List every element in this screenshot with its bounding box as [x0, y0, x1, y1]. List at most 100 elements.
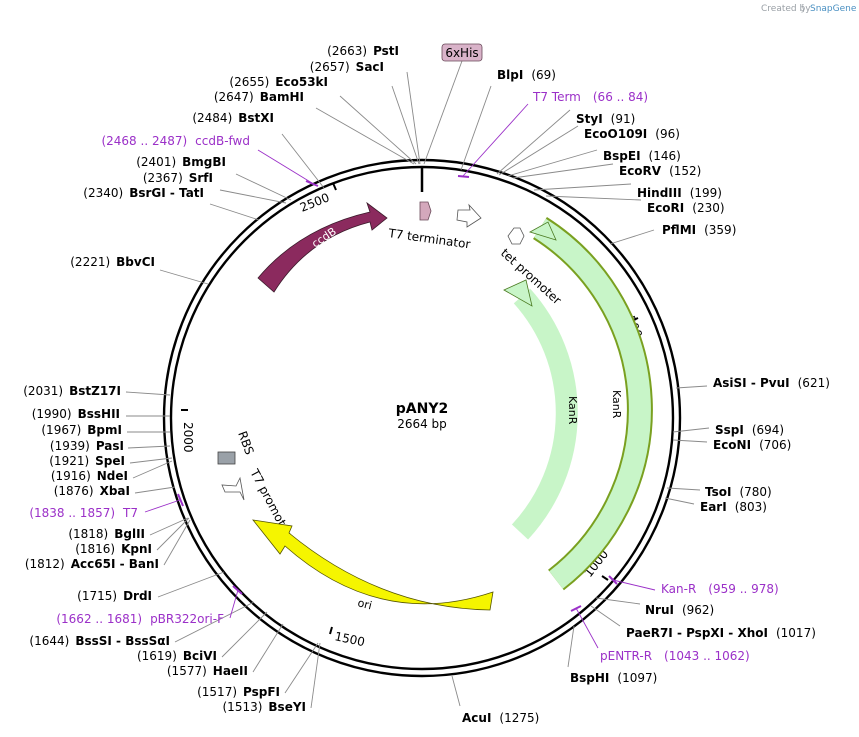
- primer-ccdb-fwd[interactable]: ccdB-fwd(2468 .. 2487): [101, 134, 250, 148]
- site-position: (1916): [51, 469, 91, 483]
- primer-name: pBR322ori-F: [150, 612, 224, 626]
- feature-T7-terminator-label: T7 terminator: [387, 226, 472, 252]
- site-position: (230): [692, 201, 724, 215]
- site-bpmi[interactable]: BpmI(1967): [41, 423, 122, 437]
- primer-name: Kan-R: [661, 582, 696, 596]
- primer-t7-term[interactable]: T7 Term(66 .. 84): [532, 90, 648, 104]
- leader-blpi: [460, 85, 492, 171]
- site-position: (780): [739, 485, 771, 499]
- site-position: (1990): [32, 407, 72, 421]
- site-position: (1577): [167, 664, 207, 678]
- feature-RBS[interactable]: [217, 451, 236, 465]
- site-pspfi[interactable]: PspFI(1517): [197, 685, 280, 699]
- site-sspi[interactable]: SspI(694): [715, 423, 784, 437]
- feature-ccdB[interactable]: [257, 201, 388, 293]
- site-bseyi[interactable]: BseYI(1513): [223, 700, 307, 714]
- site-bspei[interactable]: BspEI(146): [603, 149, 681, 163]
- leader-xbai: [134, 486, 176, 494]
- leader-kpni: [156, 517, 190, 551]
- site-styi[interactable]: StyI(91): [576, 112, 635, 126]
- feature-T7-terminator-arrow[interactable]: [456, 203, 482, 228]
- site-name: BspHI: [570, 671, 609, 685]
- site-name: BlpI: [497, 68, 523, 82]
- site-acc65i-bani[interactable]: Acc65I - BanI(1812): [25, 557, 159, 571]
- site-paer7i-pspxi-xhoi[interactable]: PaeR7I - PspXI - XhoI(1017): [626, 626, 816, 640]
- site-bamhi[interactable]: BamHI(2647): [214, 90, 304, 104]
- leader-bseyi: [310, 642, 321, 709]
- feature-KanR-inner[interactable]: [511, 288, 578, 540]
- site-blpi[interactable]: BlpI(69): [497, 68, 556, 82]
- leader-drdi: [157, 571, 225, 598]
- site-econi[interactable]: EcoNI(706): [713, 438, 791, 452]
- site-bstxi[interactable]: BstXI(2484): [192, 111, 274, 125]
- primer-range: (66 .. 84): [593, 90, 648, 104]
- site-acui[interactable]: AcuI (1275): [462, 711, 539, 725]
- credit: Created by ⟆ SnapGene: [761, 4, 857, 14]
- site-ecori[interactable]: EcoRI (230): [647, 201, 725, 215]
- primer-marker-ccdB-fwd: [305, 180, 319, 187]
- site-ndei[interactable]: NdeI(1916): [51, 469, 128, 483]
- tag-6xHis[interactable]: 6xHis: [441, 43, 483, 62]
- site-ecorv[interactable]: EcoRV(152): [619, 164, 701, 178]
- site-position: (1644): [29, 634, 69, 648]
- site-position: (1876): [54, 484, 94, 498]
- feature-tet-promoter[interactable]: [507, 227, 525, 245]
- site-name: SrfI: [189, 171, 213, 185]
- feature-T7-promoter-arrow[interactable]: [221, 476, 245, 501]
- site-bsphi[interactable]: BspHI(1097): [570, 671, 657, 685]
- site-position: (1967): [41, 423, 81, 437]
- feature-KanR-outer-arrowhead: [528, 221, 557, 241]
- site-name: TsoI: [705, 485, 731, 499]
- site-bsrgi-tati[interactable]: BsrGI - TatI(2340): [83, 186, 204, 200]
- site-eco53ki[interactable]: Eco53kI(2655): [229, 75, 328, 89]
- site-bglii[interactable]: BglII(1818): [68, 527, 145, 541]
- site-srfi[interactable]: SrfI(2367): [143, 171, 213, 185]
- primer-kan-r[interactable]: Kan-R (959 .. 978): [661, 582, 779, 596]
- leader-eari: [664, 497, 695, 505]
- credit-brand: SnapGene: [810, 4, 857, 14]
- primer-name: T7: [122, 506, 138, 520]
- site-spei[interactable]: SpeI(1921): [49, 454, 125, 468]
- feature-T7-terminator-marker[interactable]: [419, 201, 432, 221]
- site-pasi[interactable]: PasI(1939): [50, 439, 124, 453]
- feature-ori[interactable]: [252, 519, 494, 611]
- feature-KanR-inner-label: KanR: [566, 396, 579, 425]
- site-position: (1275): [499, 711, 539, 725]
- site-bbvci[interactable]: BbvCI(2221): [70, 255, 155, 269]
- site-pflmi[interactable]: PflMI(359): [662, 223, 736, 237]
- leader-paer7i-pspxi-xhoi: [590, 605, 621, 627]
- primer-pbr322ori-f[interactable]: pBR322ori-F(1662 .. 1681): [56, 612, 224, 626]
- site-position: (1818): [68, 527, 108, 541]
- site-name: EcoRI: [647, 201, 684, 215]
- site-tsoi[interactable]: TsoI (780): [705, 485, 772, 499]
- site-position: (1816): [75, 542, 115, 556]
- tick-mark-1000: [601, 575, 609, 581]
- site-nrui[interactable]: NruI(962): [645, 603, 714, 617]
- site-xbai[interactable]: XbaI(1876): [54, 484, 130, 498]
- site-kpni[interactable]: KpnI(1816): [75, 542, 152, 556]
- site-asisi-pvui[interactable]: AsiSI - PvuI(621): [713, 376, 830, 390]
- site-psti[interactable]: PstI(2663): [327, 44, 399, 58]
- primer-range: (959 .. 978): [708, 582, 778, 596]
- site-name: PspFI: [243, 685, 280, 699]
- primer-pentr-r[interactable]: pENTR-R(1043 .. 1062): [600, 649, 750, 663]
- leader-bsrgi-tati: [209, 203, 260, 221]
- site-bmgbi[interactable]: BmgBI(2401): [136, 155, 226, 169]
- site-hindiii[interactable]: HindIII(199): [637, 186, 722, 200]
- site-position: (2647): [214, 90, 254, 104]
- primer-t7[interactable]: T7(1838 .. 1857): [29, 506, 138, 520]
- site-drdi[interactable]: DrdI(1715): [77, 589, 152, 603]
- site-bstz17i[interactable]: BstZ17I(2031): [23, 384, 121, 398]
- primer-leader-t7-term: [462, 103, 529, 177]
- site-saci[interactable]: SacI(2657): [310, 60, 384, 74]
- site-bcivi[interactable]: BciVI(1619): [137, 649, 217, 663]
- site-eari[interactable]: EarI(803): [700, 500, 767, 514]
- site-bsssi-bsss-i[interactable]: BssSI - BssSαI(1644): [29, 634, 170, 648]
- leader-bstz17i: [125, 391, 171, 396]
- feature-KanR-outer[interactable]: [534, 218, 651, 589]
- site-position: (2484): [192, 111, 232, 125]
- site-haeii[interactable]: HaeII(1577): [167, 664, 248, 678]
- site-ecoo109i[interactable]: EcoO109I(96): [584, 127, 680, 141]
- site-name: AcuI: [462, 711, 491, 725]
- site-bsshii[interactable]: BssHII(1990): [32, 407, 120, 421]
